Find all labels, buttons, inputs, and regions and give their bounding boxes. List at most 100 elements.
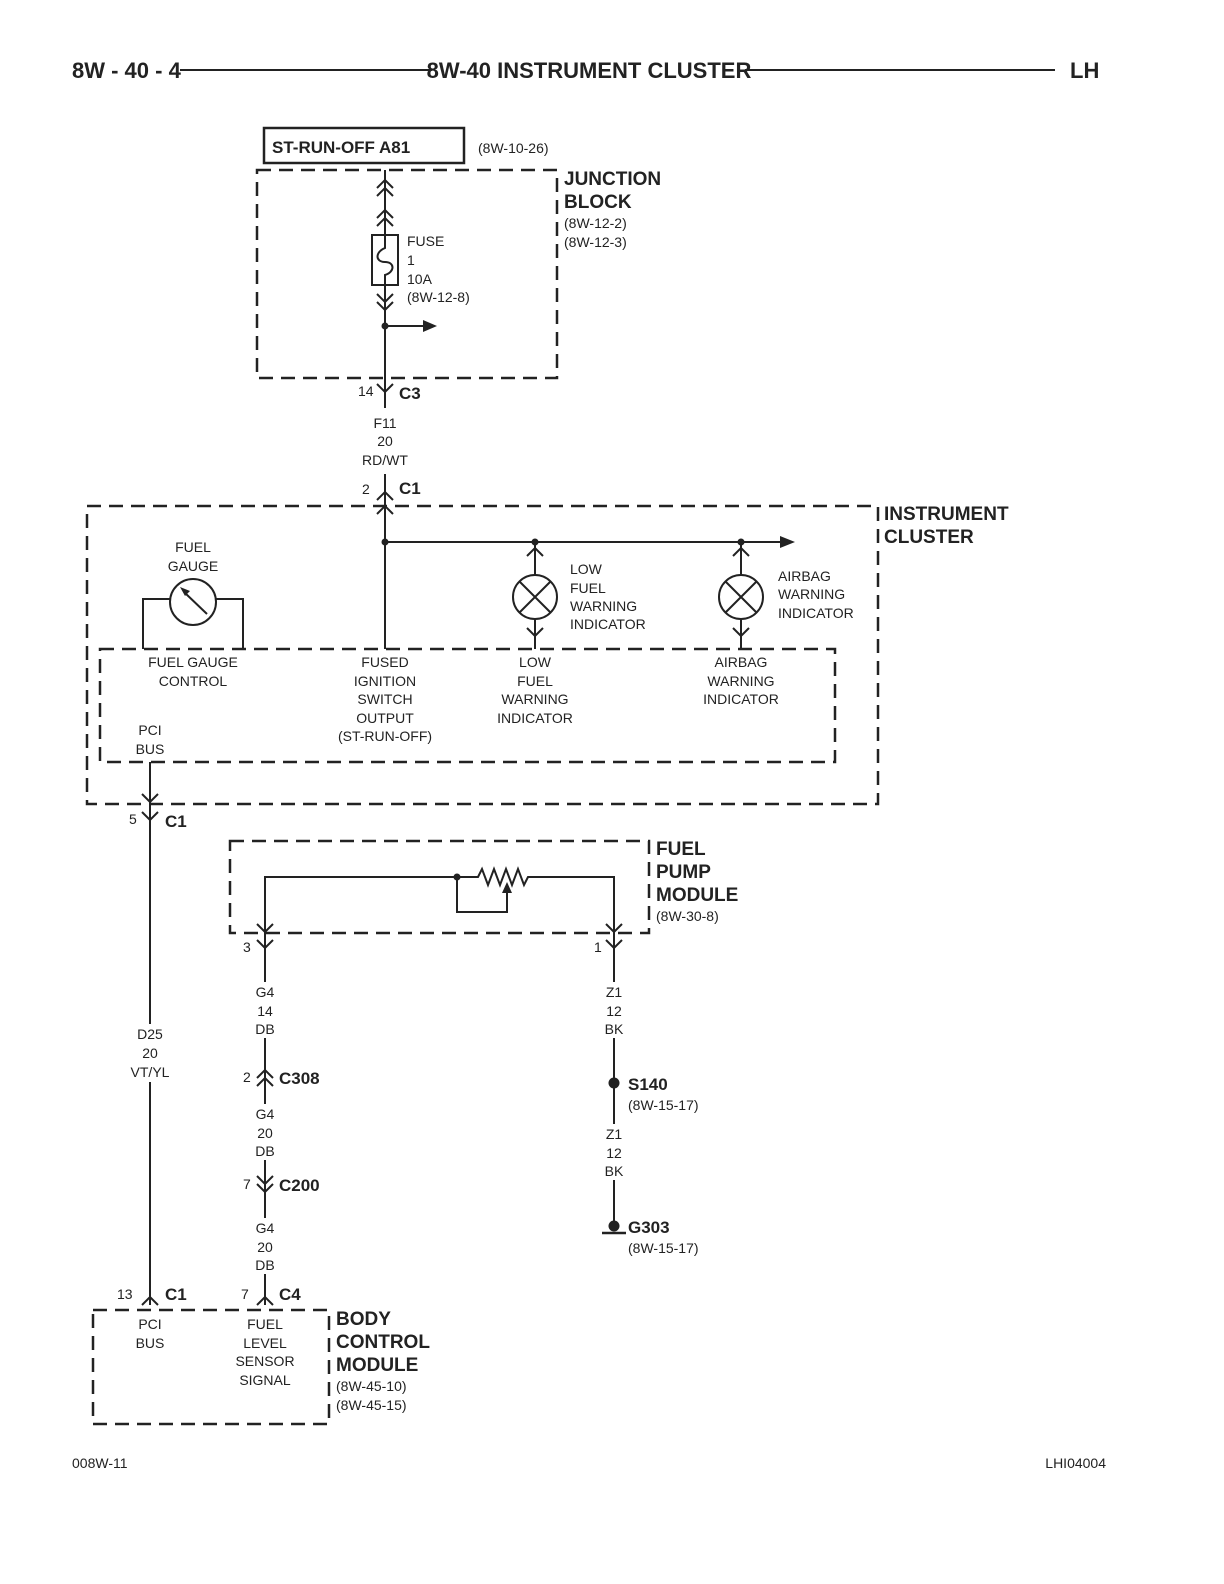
page-title: 8W-40 INSTRUMENT CLUSTER xyxy=(427,58,752,83)
wire-z1b-color: BK xyxy=(605,1163,624,1179)
d25-label-gap xyxy=(128,1024,172,1082)
ic-c1-bottom-pin: 5 xyxy=(129,811,137,827)
low-fuel-lamp-label-4: INDICATOR xyxy=(570,616,646,632)
footer-right-code: LHI04004 xyxy=(1045,1455,1106,1471)
wire-g4b-circuit: G4 xyxy=(256,1106,275,1122)
source-ref: (8W-10-26) xyxy=(478,140,549,156)
bcm-ref-2: (8W-45-15) xyxy=(336,1397,407,1413)
airbag-lamp-label-3: INDICATOR xyxy=(778,605,854,621)
page-side: LH xyxy=(1070,58,1099,83)
wire-d25-gauge: 20 xyxy=(142,1045,158,1061)
fused-ignition-label-2: IGNITION xyxy=(354,673,416,689)
wire-d25-color: VT/YL xyxy=(131,1064,170,1080)
ic-c1-bottom-name: C1 xyxy=(165,812,187,831)
c3-pin: 14 xyxy=(358,383,374,399)
bcm-pci-label-2: BUS xyxy=(136,1335,165,1351)
sender-wire-left xyxy=(264,876,457,932)
c200-pin: 7 xyxy=(243,1176,251,1192)
lamp-bus-arrow-icon xyxy=(780,536,795,548)
bcm-flss-label-1: FUEL xyxy=(247,1316,283,1332)
low-fuel-connector-lower xyxy=(526,627,544,638)
fuel-pump-module-ref: (8W-30-8) xyxy=(656,908,719,924)
splice-s140-ref: (8W-15-17) xyxy=(628,1097,699,1113)
wire-g4c-gauge: 20 xyxy=(257,1239,273,1255)
ground-g303-dot xyxy=(608,1220,620,1232)
instrument-cluster-boundary xyxy=(85,504,880,806)
c3-name: C3 xyxy=(399,384,421,403)
airbag-input-label-2: WARNING xyxy=(707,673,774,689)
ground-g303-name: G303 xyxy=(628,1218,670,1237)
g4a-label-gap xyxy=(245,982,285,1038)
c308-name: C308 xyxy=(279,1069,320,1088)
fuse-label-3: 10A xyxy=(407,271,433,287)
airbag-lamp-cross xyxy=(725,581,757,613)
source-label: ST-RUN-OFF A81 xyxy=(272,138,410,157)
wire-g4c-color: DB xyxy=(255,1257,274,1273)
wire-f11-color: RD/WT xyxy=(362,452,408,468)
airbag-input-label-3: INDICATOR xyxy=(703,691,779,707)
footer-left-code: 008W-11 xyxy=(72,1455,128,1471)
page-number: 8W - 40 - 4 xyxy=(72,58,182,83)
bcm-c4-name: C4 xyxy=(279,1285,301,1304)
wire-g4a-gauge: 14 xyxy=(257,1003,273,1019)
c200-connector-symbol xyxy=(256,1175,274,1194)
fuel-pump-module-name-3: MODULE xyxy=(656,885,738,906)
c200-name: C200 xyxy=(279,1176,320,1195)
wire-z1b-circuit: Z1 xyxy=(606,1126,623,1142)
airbag-lamp-label-2: WARNING xyxy=(778,586,845,602)
low-fuel-lamp-label-2: FUEL xyxy=(570,580,606,596)
bcm-name-1: BODY xyxy=(336,1309,391,1330)
ic-c1-top-connector-symbol xyxy=(376,490,394,501)
wire-f11-gauge: 20 xyxy=(377,433,393,449)
low-fuel-input-label-4: INDICATOR xyxy=(497,710,573,726)
fuse-label-2: 1 xyxy=(407,252,415,268)
wire-z1a-color: BK xyxy=(605,1021,624,1037)
fuel-gauge-label-2: GAUGE xyxy=(168,558,219,574)
bcm-flss-label-4: SIGNAL xyxy=(239,1372,291,1388)
bcm-name-2: CONTROL xyxy=(336,1332,430,1353)
jb-connector-chevrons-mid xyxy=(376,208,394,227)
bcm-ref-1: (8W-45-10) xyxy=(336,1378,407,1394)
fpm-pin-right: 1 xyxy=(594,939,602,955)
bcm-flss-label-2: LEVEL xyxy=(243,1335,287,1351)
fpm-pin-left: 3 xyxy=(243,939,251,955)
jb-connector-chevrons-lower xyxy=(376,293,394,312)
cluster-control-boundary xyxy=(98,647,837,764)
wire-g4a-color: DB xyxy=(255,1021,274,1037)
low-fuel-lamp-label-3: WARNING xyxy=(570,598,637,614)
bcm-c1-name: C1 xyxy=(165,1285,187,1304)
wire-f11-circuit: F11 xyxy=(373,415,396,431)
fuse-element xyxy=(376,235,394,285)
fuse-label-4: (8W-12-8) xyxy=(407,289,470,305)
fuel-gauge-lead-right xyxy=(216,598,244,649)
cluster-pci-label-2: BUS xyxy=(136,741,165,757)
junction-block-name-2: BLOCK xyxy=(564,192,632,213)
body-control-module-boundary xyxy=(91,1308,331,1426)
z1a-label-gap xyxy=(594,982,634,1038)
ic-c1-bottom-connector-inner xyxy=(141,793,159,804)
sender-wiper-wire xyxy=(456,877,508,913)
low-fuel-connector-upper xyxy=(526,546,544,557)
airbag-input-label-1: AIRBAG xyxy=(715,654,768,670)
bcm-c4-connector-symbol xyxy=(256,1295,274,1306)
ic-c1-bottom-connector-symbol xyxy=(141,811,159,822)
wire-d25-circuit: D25 xyxy=(137,1026,163,1042)
low-fuel-input-label-3: WARNING xyxy=(501,691,568,707)
fuel-gauge-needle-tip xyxy=(180,587,190,596)
source-box xyxy=(262,126,466,165)
airbag-lamp-label-1: AIRBAG xyxy=(778,568,831,584)
bcm-c4-pin: 7 xyxy=(241,1286,249,1302)
fuel-gauge-lead-left xyxy=(142,598,170,649)
fused-ignition-label-5: (ST-RUN-OFF) xyxy=(338,728,432,744)
bcm-c1-connector-symbol xyxy=(141,1295,159,1306)
airbag-connector-lower xyxy=(732,627,750,638)
fused-ignition-label-3: SWITCH xyxy=(357,691,412,707)
bcm-flss-label-3: SENSOR xyxy=(235,1353,294,1369)
wire-g4a-circuit: G4 xyxy=(256,984,275,1000)
c308-connector-symbol xyxy=(256,1068,274,1087)
low-fuel-input-label-1: LOW xyxy=(519,654,552,670)
bcm-name-3: MODULE xyxy=(336,1355,418,1376)
z1b-label-gap xyxy=(594,1124,634,1180)
low-fuel-input-label-2: FUEL xyxy=(517,673,553,689)
